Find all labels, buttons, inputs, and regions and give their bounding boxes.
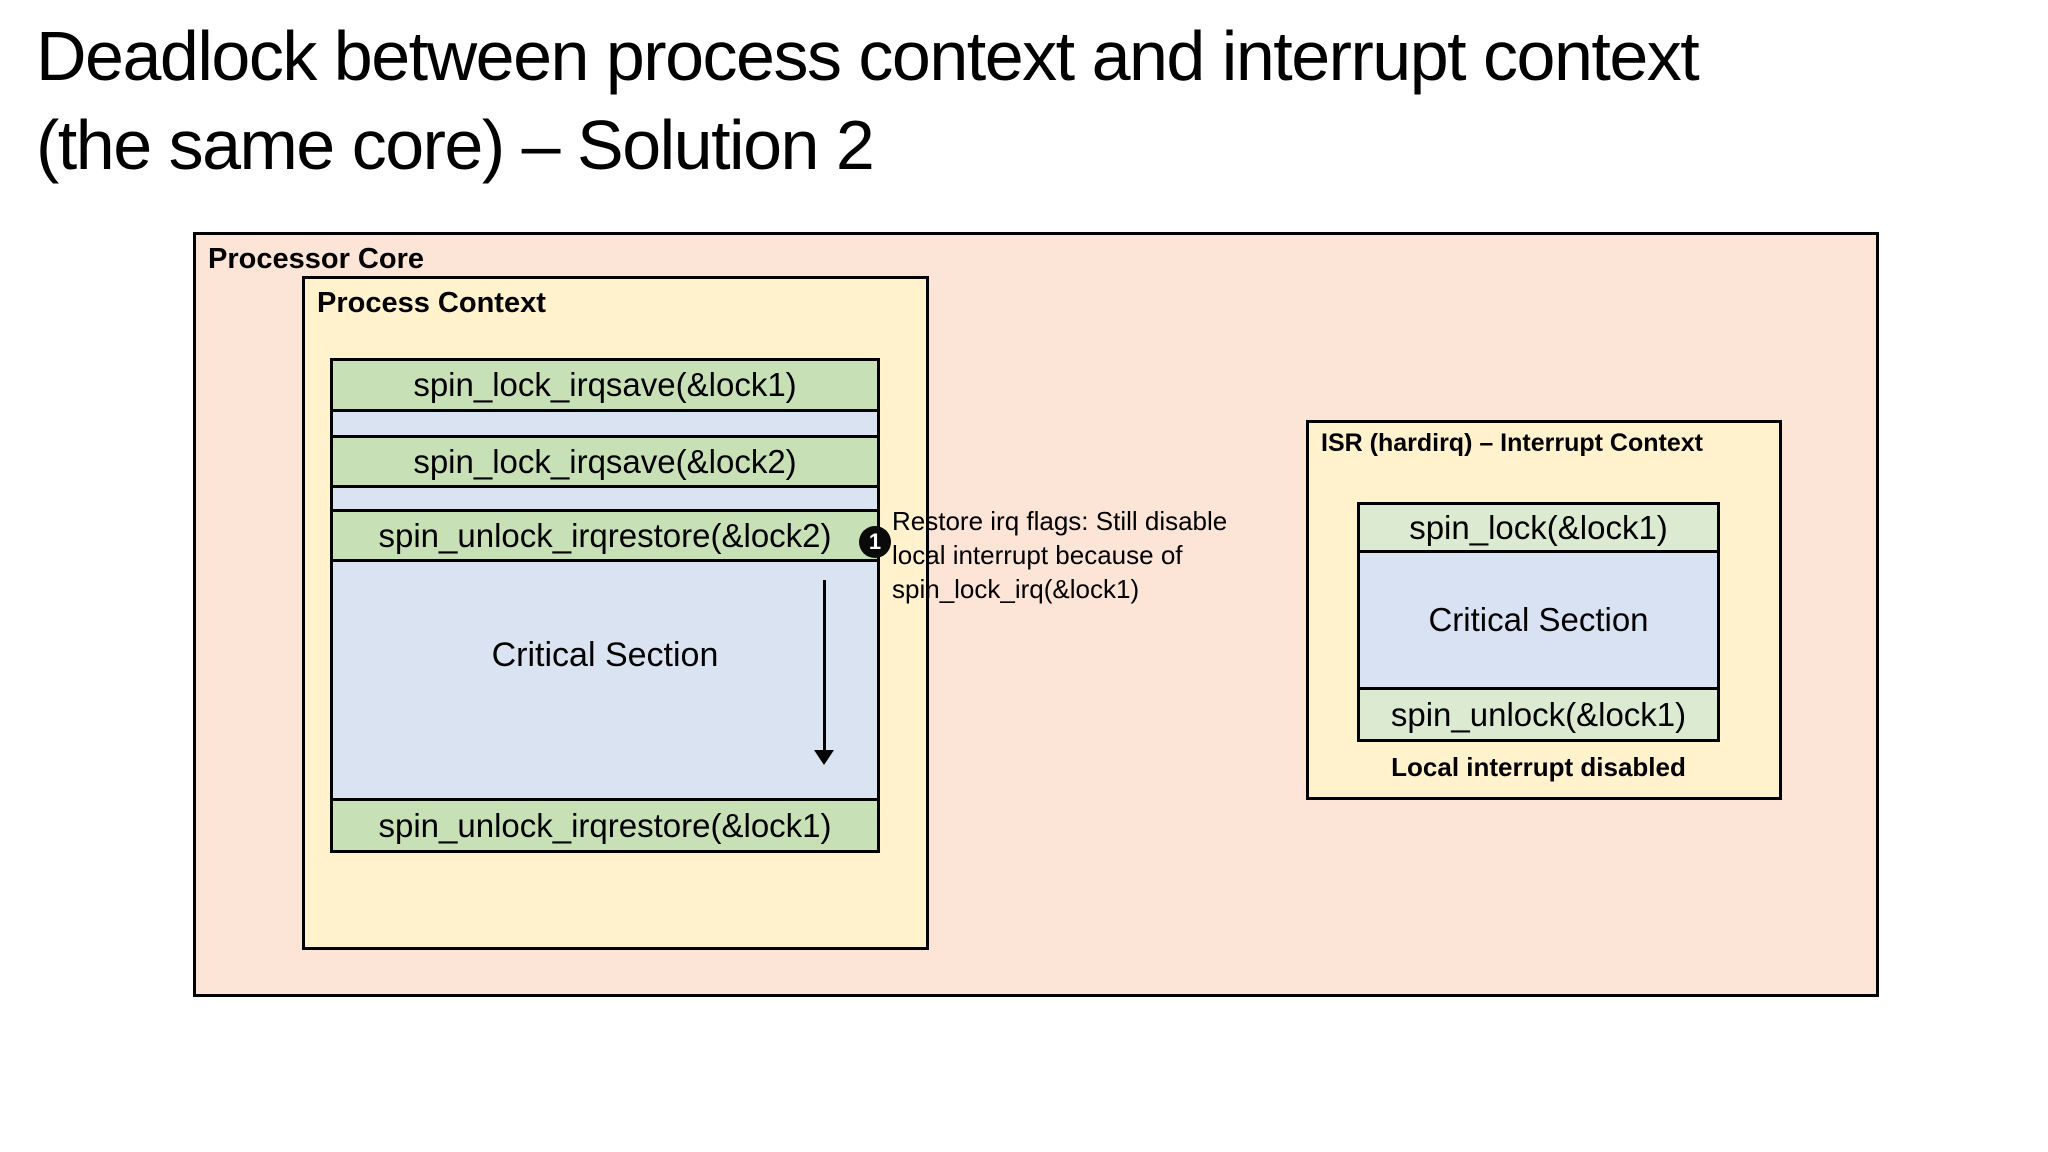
- step-spin-unlock-irqrestore-lock1: spin_unlock_irqrestore(&lock1): [330, 798, 880, 853]
- execution-flow-arrow-line: [823, 580, 826, 750]
- process-context-label: Process Context: [317, 287, 546, 319]
- annotation-note: Restore irq flags: Still disable local i…: [892, 506, 1228, 604]
- isr-steps-stack: spin_lock(&lock1) Critical Section spin_…: [1357, 502, 1720, 742]
- isr-step-spin-unlock-lock1: spin_unlock(&lock1): [1357, 687, 1720, 742]
- isr-label: ISR (hardirq) – Interrupt Context: [1321, 429, 1703, 457]
- spacer-row-2: [330, 485, 880, 512]
- critical-section-box: Critical Section: [330, 559, 880, 801]
- process-steps-stack: spin_lock_irqsave(&lock1) spin_lock_irqs…: [330, 358, 880, 853]
- step-spin-lock-irqsave-lock2: spin_lock_irqsave(&lock2): [330, 435, 880, 488]
- step-1-badge: 1: [859, 526, 891, 558]
- isr-step-spin-lock-lock1: spin_lock(&lock1): [1357, 502, 1720, 553]
- isr-critical-section-box: Critical Section: [1357, 550, 1720, 690]
- page-title: Deadlock between process context and int…: [36, 12, 1700, 190]
- step-spin-lock-irqsave-lock1: spin_lock_irqsave(&lock1): [330, 358, 880, 412]
- title-line-2: (the same core) – Solution 2: [36, 105, 875, 184]
- title-line-1: Deadlock between process context and int…: [36, 17, 1700, 95]
- down-arrow-icon: [814, 750, 834, 765]
- local-interrupt-disabled-label: Local interrupt disabled: [1391, 752, 1686, 782]
- processor-core-label: Processor Core: [208, 243, 424, 275]
- step-spin-unlock-irqrestore-lock2: spin_unlock_irqrestore(&lock2): [330, 509, 880, 562]
- spacer-row-1: [330, 409, 880, 438]
